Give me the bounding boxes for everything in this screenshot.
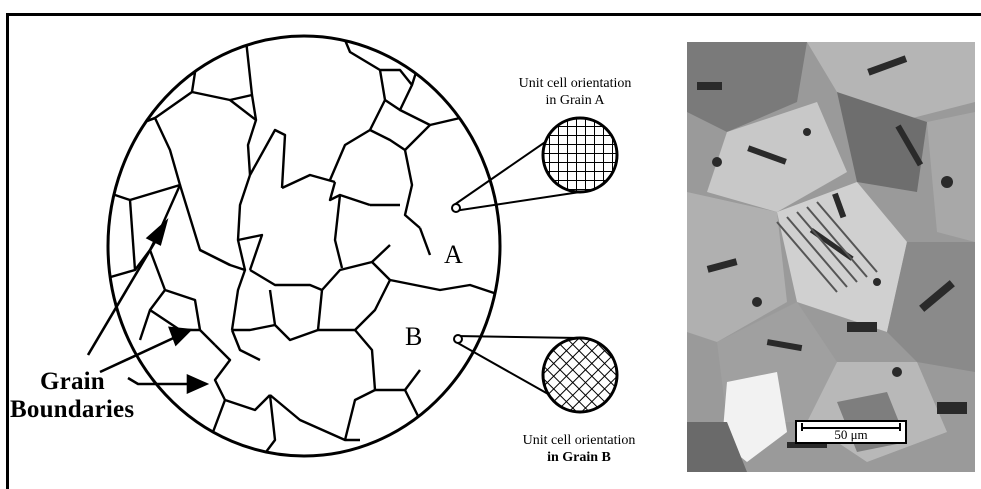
grain-b-label: B	[405, 322, 422, 352]
arrow-2-head	[170, 328, 190, 344]
caption-grain-b-line2: in Grain B	[484, 450, 674, 466]
grain-a-sample-point	[452, 204, 460, 212]
scale-bar-label: 50 μm	[797, 427, 905, 443]
arrow-1-shaft	[88, 230, 162, 355]
caption-grain-b-line1: Unit cell orientation	[484, 433, 674, 449]
grain-boundaries-label-line2: Boundaries	[10, 396, 134, 423]
micrograph-image	[687, 42, 975, 472]
arrow-1-head	[148, 222, 166, 244]
grain-boundaries-label-line1: Grain	[40, 368, 105, 395]
grain-b-sample-point	[454, 335, 462, 343]
grain-a-label: A	[444, 240, 463, 270]
scale-bar: 50 μm	[795, 420, 907, 444]
arrow-3-shaft	[128, 378, 196, 384]
unit-cell-b-lattice	[543, 338, 617, 412]
caption-grain-a-line2: in Grain A	[480, 93, 670, 109]
grain-boundary-arrows	[88, 222, 206, 392]
arrow-3-head	[188, 376, 206, 392]
polycrystal-outline	[108, 36, 500, 456]
arrow-2-shaft	[100, 335, 180, 372]
caption-grain-a-line1: Unit cell orientation	[480, 76, 670, 92]
unit-cell-a-lattice	[543, 118, 617, 192]
